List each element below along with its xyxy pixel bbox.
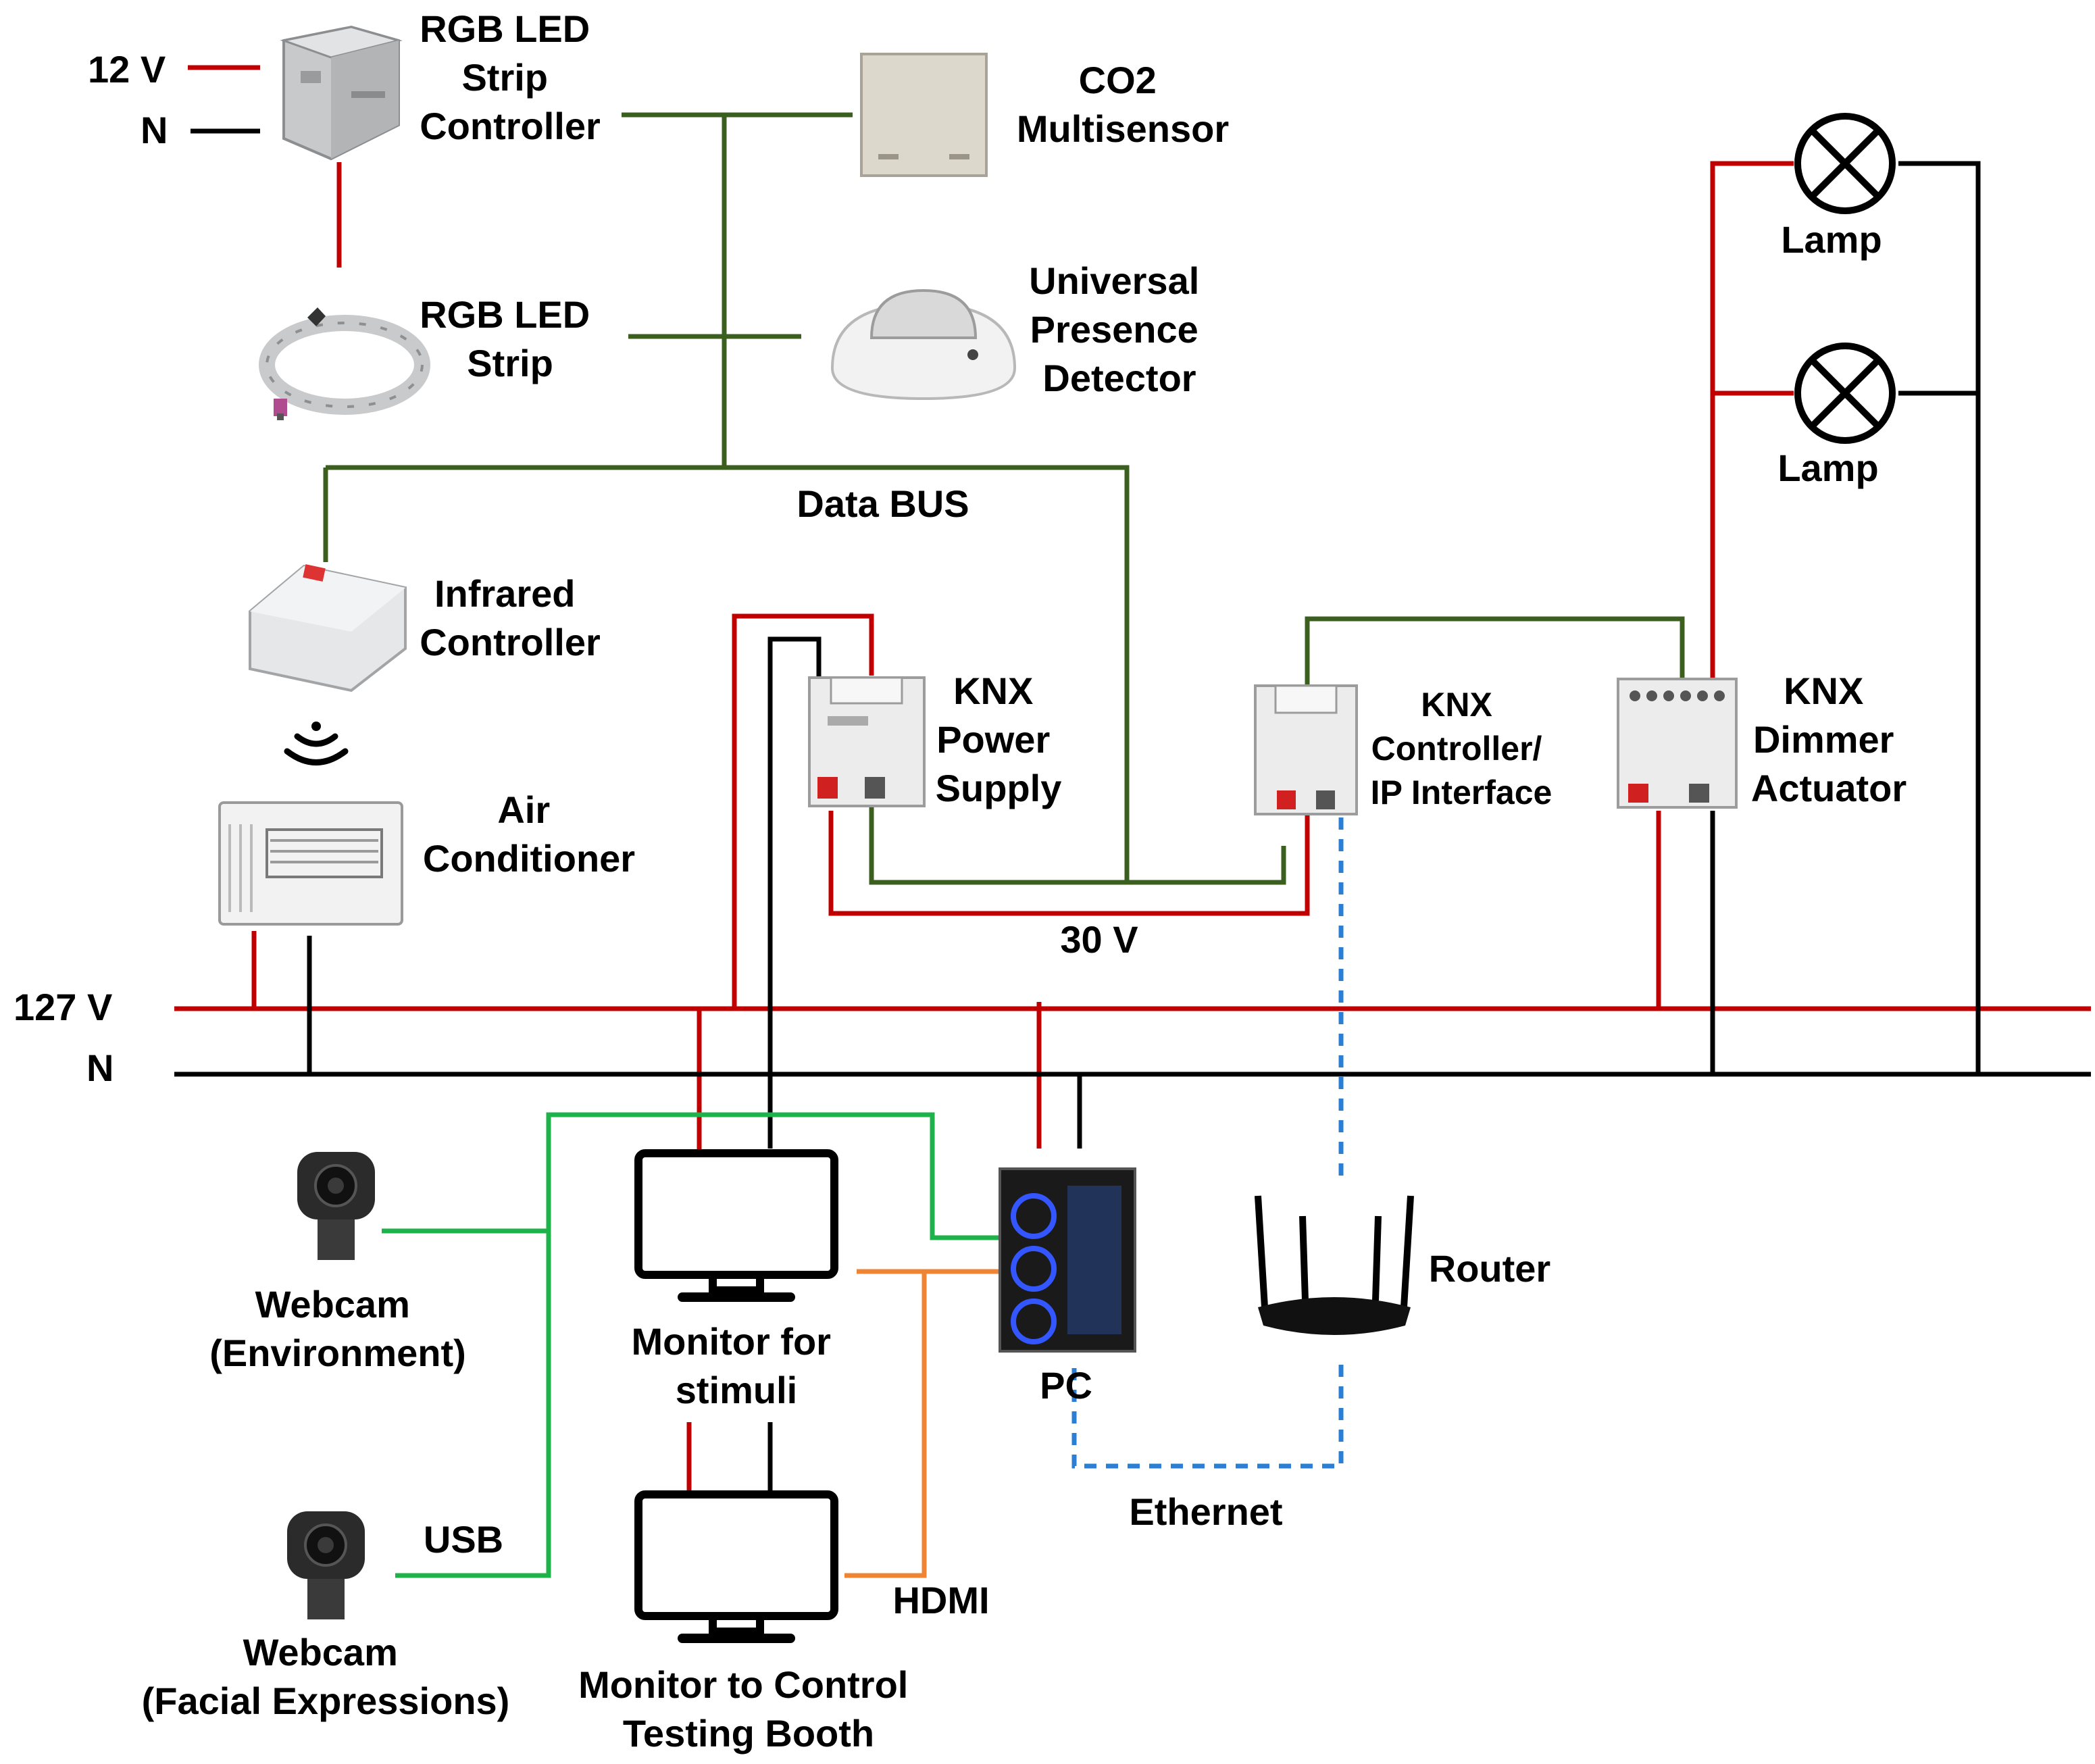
lamp-icon <box>1794 113 1896 214</box>
label-pc: PC <box>1040 1364 1092 1407</box>
label-presence: Universal Presence Detector <box>1029 259 1210 399</box>
pc-tower-icon <box>999 1167 1136 1353</box>
label-monitor-stimuli: Monitor for stimuli <box>631 1320 841 1411</box>
labels: 12 V N RGB LED Strip Controller RGB LED … <box>14 7 1907 1755</box>
label-hdmi: HDMI <box>892 1579 989 1621</box>
label-rgb-controller: RGB LED Strip Controller <box>420 7 601 147</box>
label-monitor-control: Monitor to Control Testing Booth <box>578 1663 919 1755</box>
co2-sensor-icon <box>860 53 988 177</box>
knx-dimmer-icon <box>1617 678 1738 809</box>
neutral-lines <box>174 128 2091 1496</box>
label-knx-dimmer: KNX Dimmer Actuator <box>1751 670 1907 809</box>
label-lamp-1: Lamp <box>1781 218 1882 261</box>
label-neutral-main: N <box>86 1047 113 1089</box>
label-usb: USB <box>424 1518 503 1561</box>
label-webcam-face: Webcam (Facial Expressions) <box>142 1631 510 1722</box>
label-127v: 127 V <box>14 986 112 1028</box>
label-lamp-2: Lamp <box>1777 447 1878 489</box>
label-rgb-strip: RGB LED Strip <box>420 293 601 384</box>
infrared-controller-icon <box>249 564 407 692</box>
hdmi-lines <box>844 1269 1013 1578</box>
label-neutral-top: N <box>141 109 168 151</box>
air-conditioner-icon <box>218 801 403 926</box>
knx-ip-interface-icon <box>1254 684 1358 815</box>
label-knx-controller: KNX Controller/ IP Interface <box>1371 686 1553 811</box>
ethernet-lines <box>1071 817 1344 1469</box>
lamp-icon <box>1794 343 1896 444</box>
webcam-icon <box>297 1152 375 1260</box>
router-icon <box>1255 1195 1414 1335</box>
label-router: Router <box>1429 1247 1550 1290</box>
data-bus-lines <box>323 112 1685 885</box>
label-30v: 30 V <box>1060 918 1138 961</box>
usb-lines <box>382 1112 1013 1578</box>
led-strip-icon <box>259 307 430 420</box>
label-webcam-env: Webcam (Environment) <box>209 1283 466 1374</box>
label-12v: 12 V <box>88 48 166 91</box>
label-data-bus: Data BUS <box>797 482 969 525</box>
webcam-icon <box>287 1511 365 1619</box>
label-infrared: Infrared Controller <box>420 572 601 663</box>
rgb-controller-icon <box>280 25 403 161</box>
label-knx-power: KNX Power Supply <box>936 670 1062 809</box>
wiring <box>174 65 2091 1578</box>
label-air-conditioner: Air Conditioner <box>423 788 635 880</box>
wireless-signal-icon <box>284 722 349 765</box>
label-ethernet: Ethernet <box>1129 1490 1282 1533</box>
phase-lines <box>174 65 2091 1496</box>
knx-power-supply-icon <box>808 676 926 807</box>
label-co2: CO2 Multisensor <box>1017 59 1229 150</box>
monitor-icon <box>634 1490 838 1643</box>
presence-detector-icon <box>830 288 1017 401</box>
monitor-icon <box>634 1149 838 1302</box>
